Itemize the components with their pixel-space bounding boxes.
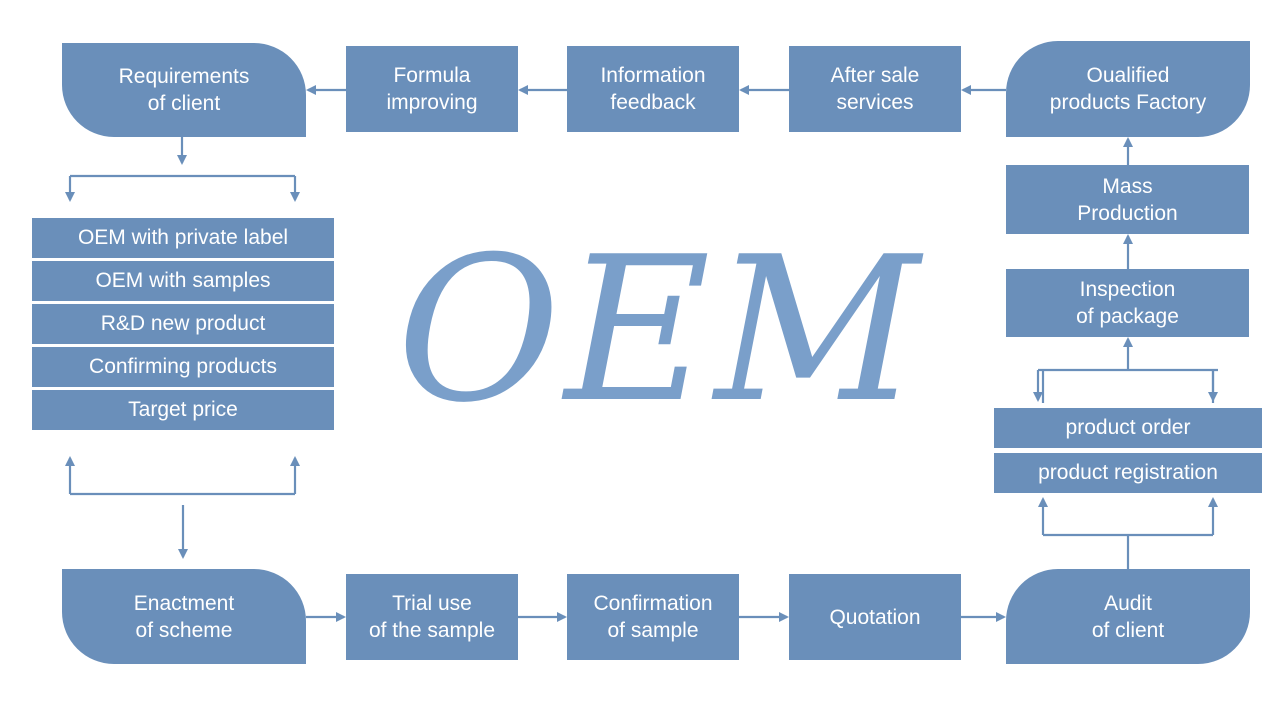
order-registration-stack: product order product registration [994,408,1262,493]
product-order-item: product order [994,408,1262,448]
qualified-products-factory-box: Oualified products Factory [1006,41,1250,137]
audit-of-client-box: Audit of client [1006,569,1250,664]
after-sale-services-box: After sale services [789,46,961,132]
confirmation-of-sample-box: Confirmation of sample [567,574,739,660]
oem-private-label-item: OEM with private label [32,218,334,258]
mass-production-box: Mass Production [1006,165,1249,234]
information-feedback-box: Information feedback [567,46,739,132]
enactment-of-scheme-box: Enactment of scheme [62,569,306,664]
target-price-item: Target price [32,390,334,430]
product-registration-item: product registration [994,453,1262,493]
confirming-products-item: Confirming products [32,347,334,387]
requirements-of-client-box: Requirements of client [62,43,306,137]
inspection-of-package-box: Inspection of package [1006,269,1249,337]
oem-title: OEM [396,213,924,447]
oem-samples-item: OEM with samples [32,261,334,301]
trial-use-box: Trial use of the sample [346,574,518,660]
rd-new-product-item: R&D new product [32,304,334,344]
formula-improving-box: Formula improving [346,46,518,132]
oem-options-stack: OEM with private label OEM with samples … [32,218,334,430]
quotation-box: Quotation [789,574,961,660]
